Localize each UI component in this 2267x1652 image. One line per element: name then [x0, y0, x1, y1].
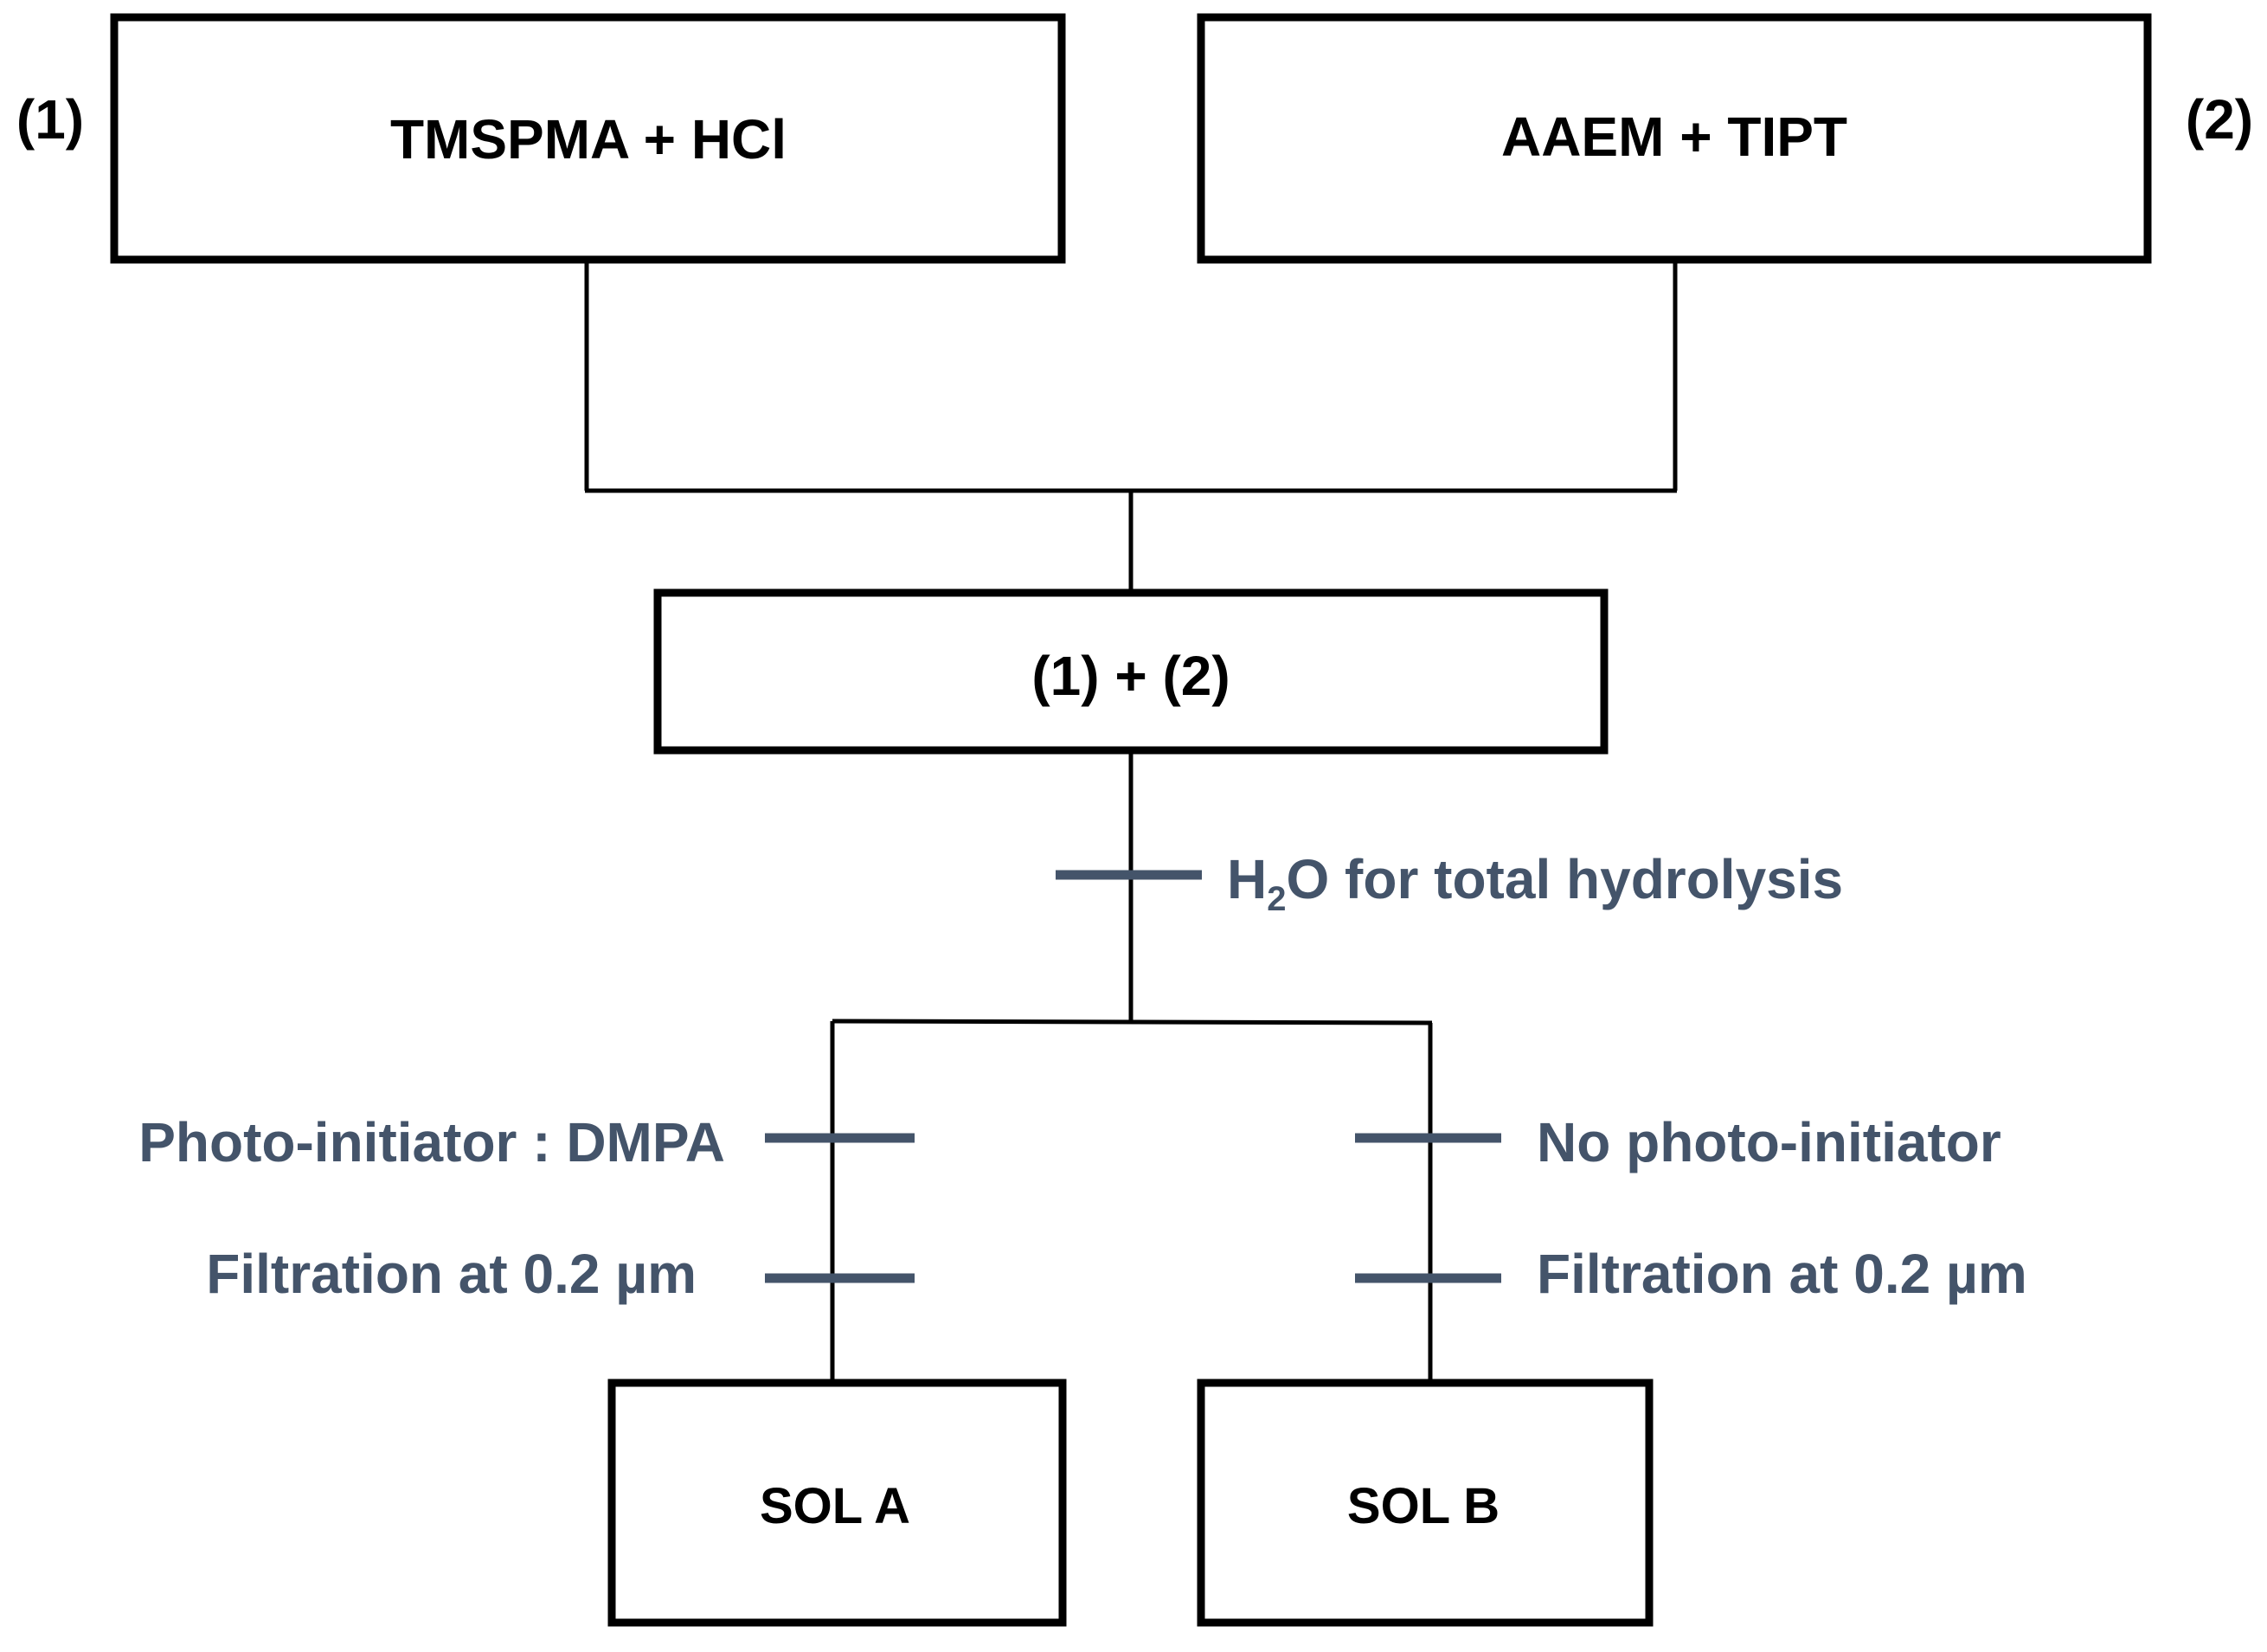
connectors: [584, 261, 1678, 1382]
box-sol-b: [1197, 1379, 1654, 1627]
label-input-1: (1): [16, 88, 84, 151]
label-input-2: (2): [2186, 88, 2253, 151]
box-sol-a: [607, 1379, 1067, 1627]
left-step-photoinitiator: Photo-initiator : DMPA: [138, 1111, 725, 1173]
sol-b-text: SOL B: [1347, 1478, 1500, 1534]
step-water-suffix: O for total hydrolysis: [1286, 848, 1843, 910]
right-step-no-photoinitiator: No photo-initiator: [1537, 1111, 2001, 1173]
box-mixture: [653, 588, 1609, 755]
box-mixture-text: (1) + (2): [1031, 645, 1230, 707]
connector-split-horizontal: [832, 1019, 1433, 1025]
box-tmspma-hcl: [110, 13, 1066, 264]
left-step-filtration: Filtration at 0.2 µm: [206, 1243, 697, 1305]
step-water-text: H2O for total hydrolysis: [1227, 848, 1843, 918]
box-tmspma-hcl-text: TMSPMA + HCl: [390, 108, 787, 170]
sol-a-text: SOL A: [760, 1478, 910, 1534]
box-aaem-tipt: [1197, 13, 2152, 264]
step-water-prefix: H: [1227, 848, 1267, 910]
right-step-filtration: Filtration at 0.2 µm: [1537, 1243, 2027, 1305]
box-aaem-tipt-text: AAEM + TIPT: [1501, 106, 1847, 168]
step-water-subscript: 2: [1267, 880, 1286, 918]
